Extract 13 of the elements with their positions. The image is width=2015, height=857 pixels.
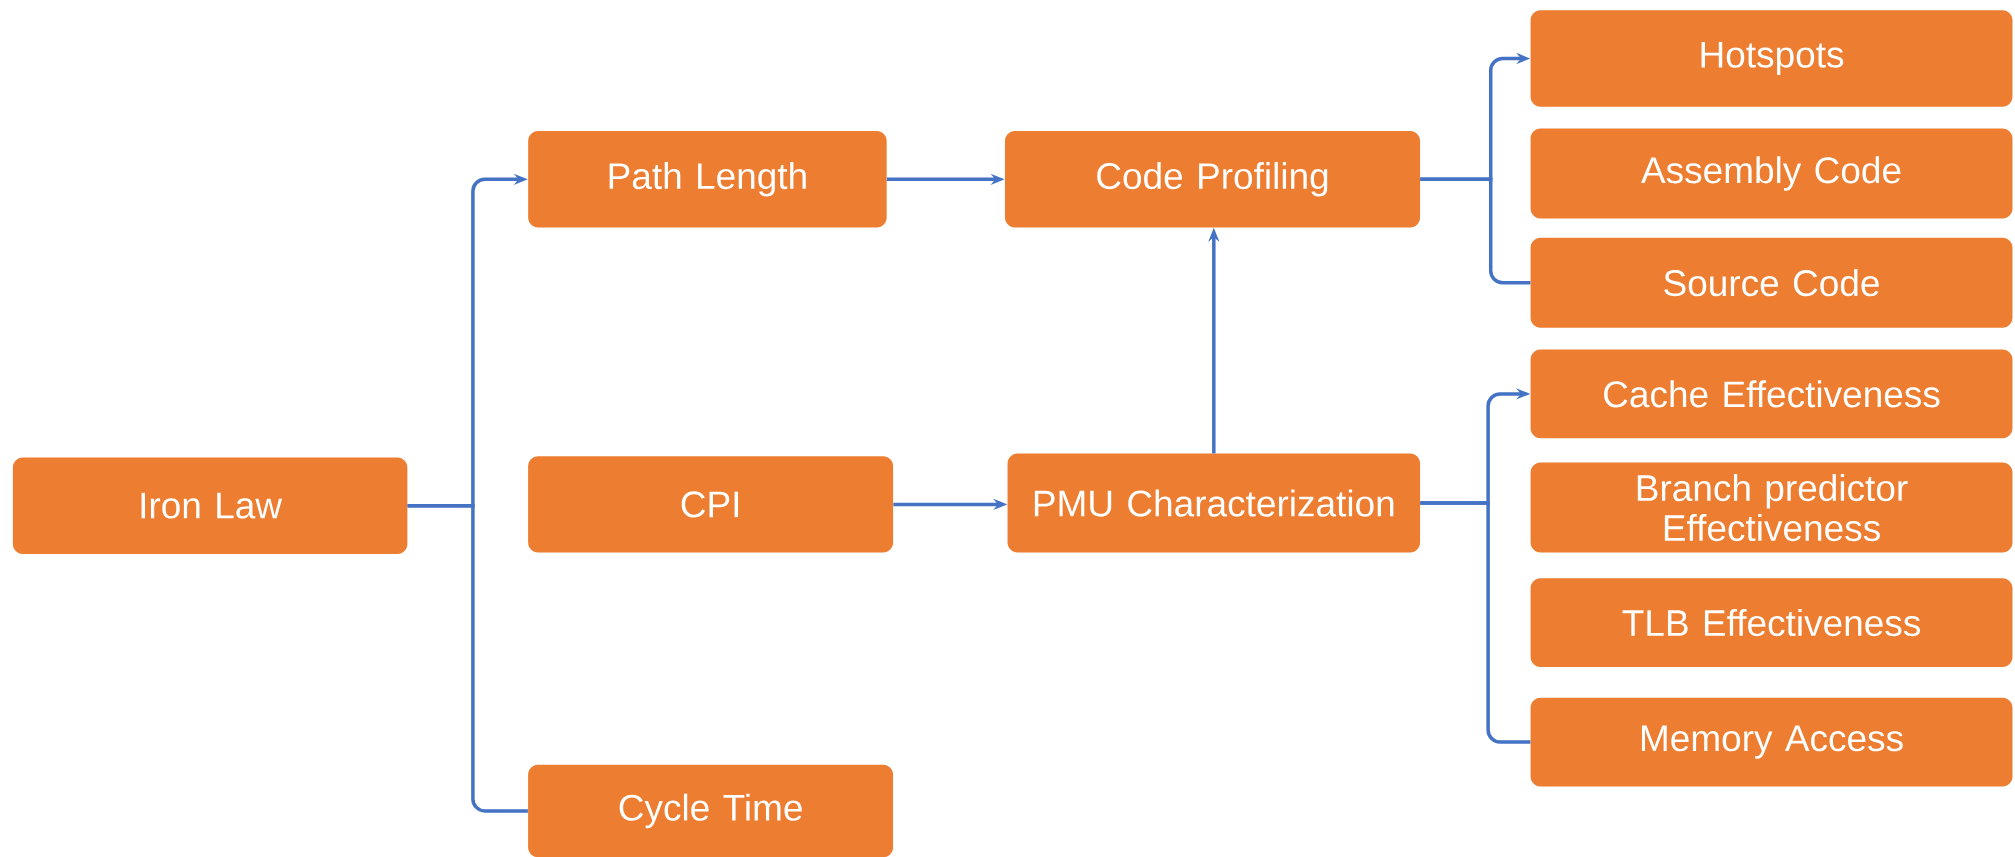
process-box: Assembly Code bbox=[1530, 128, 2013, 219]
process-box: CPI bbox=[528, 456, 894, 553]
process-box: Branch predictor Effectiveness bbox=[1530, 462, 2013, 553]
process-box: Cycle Time bbox=[528, 764, 894, 857]
process-box: PMU Characterization bbox=[1007, 453, 1421, 553]
process-box: Iron Law bbox=[12, 457, 408, 554]
process-box: Path Length bbox=[528, 131, 887, 228]
process-box: Memory Access bbox=[1530, 697, 2013, 787]
process-box: Code Profiling bbox=[1004, 131, 1421, 228]
process-box: Hotspots bbox=[1530, 10, 2013, 107]
process-box: TLB Effectiveness bbox=[1530, 578, 2013, 667]
process-box: Cache Effectiveness bbox=[1530, 349, 2013, 439]
process-box: Source Code bbox=[1530, 237, 2013, 328]
